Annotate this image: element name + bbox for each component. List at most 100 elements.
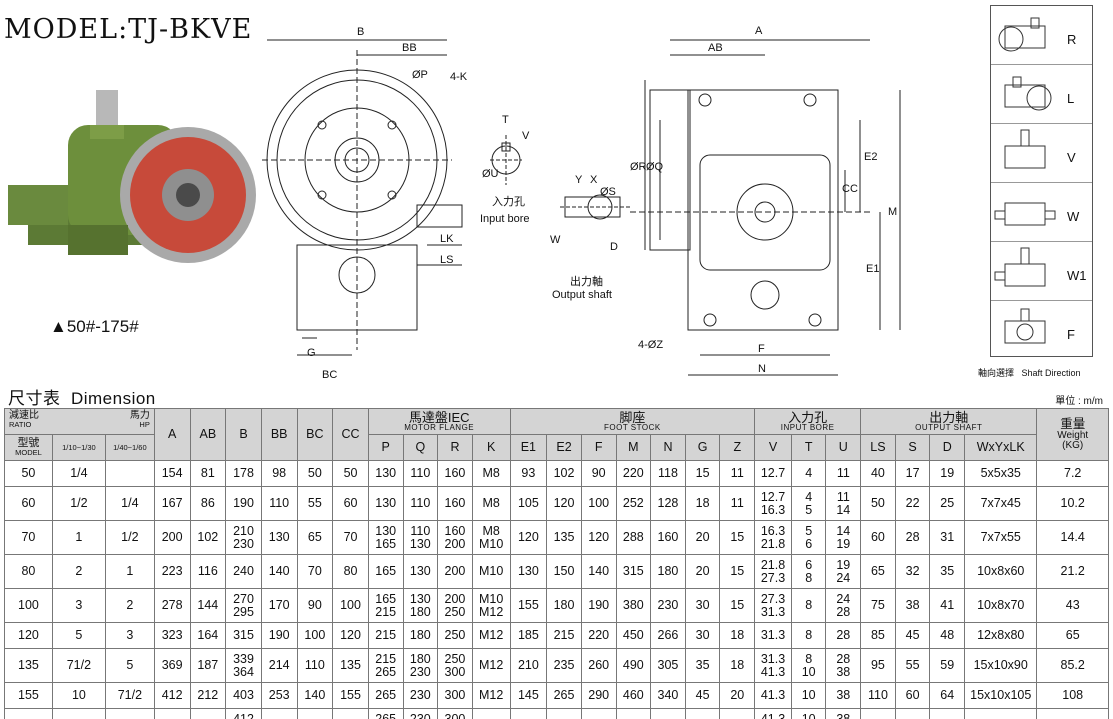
- table-cell: 25: [929, 486, 966, 521]
- gearbox-l-icon: [1004, 76, 1052, 111]
- table-cell: 71/2: [104, 682, 155, 709]
- table-cell: 155: [332, 682, 369, 709]
- table-cell: 210: [509, 648, 548, 683]
- table-cell: 17: [894, 460, 931, 487]
- table-cell: 45: [684, 682, 721, 709]
- table-cell: 105: [509, 486, 548, 521]
- table-cell: 180: [546, 588, 582, 623]
- dimension-heading-en: Dimension: [70, 389, 156, 408]
- table-cell: 60: [4, 486, 53, 521]
- table-cell: 266: [650, 622, 686, 649]
- dim-label-M: M: [888, 206, 897, 218]
- table-cell: 223: [153, 554, 191, 589]
- gearbox-v-icon: [1004, 129, 1046, 169]
- table-cell: 260: [580, 648, 617, 683]
- group-input-bore-zh: 入力孔: [788, 410, 828, 425]
- table-cell: 65: [296, 520, 334, 555]
- dim-label-V: V: [522, 130, 530, 142]
- output-shaft-label-en: Output shaft: [552, 289, 612, 301]
- dim-label-CC: CC: [842, 183, 858, 195]
- table-cell: 1: [104, 554, 155, 589]
- group-foot-stock-en: FOOT STOCK: [603, 423, 661, 432]
- table-cell: 45: [684, 708, 721, 719]
- table-cell: 100: [296, 622, 334, 649]
- col-header-M: M: [615, 434, 652, 461]
- table-cell: 120: [546, 486, 582, 521]
- table-cell: 86: [189, 486, 227, 521]
- table-cell: 190: [260, 622, 298, 649]
- table-cell: 10: [790, 682, 827, 709]
- col-header-T: T: [790, 434, 827, 461]
- table-cell: 200: [437, 554, 473, 589]
- table-cell: 170: [260, 588, 298, 623]
- table-cell: 140: [260, 554, 298, 589]
- front-view-drawing: B BB ØP 4-K LK LS G BC: [262, 26, 468, 381]
- table-cell: 175: [332, 708, 369, 719]
- dim-label-BC: BC: [322, 369, 337, 381]
- table-cell: 230: [650, 588, 686, 623]
- table-cell: 110: [260, 486, 298, 521]
- table-cell: M16: [471, 708, 511, 719]
- table-cell: 85.2: [1036, 648, 1109, 683]
- shaft-option-v: V: [991, 124, 1092, 183]
- table-cell: 2: [51, 554, 106, 589]
- table-cell: 212: [189, 682, 227, 709]
- table-cell: 102: [546, 460, 582, 487]
- shaft-caption-zh: 軸向選擇: [978, 368, 1015, 378]
- col-header-BC: BC: [296, 408, 334, 461]
- col-header-K: K: [471, 434, 511, 461]
- table-cell: 15: [719, 520, 756, 555]
- table-cell: 215: [546, 622, 582, 649]
- shaft-option-w1: W1: [991, 242, 1092, 301]
- table-cell: 265: [546, 682, 582, 709]
- table-cell: 323: [153, 622, 191, 649]
- table-cell: 20: [719, 682, 756, 709]
- input-bore-label-zh: 入力孔: [492, 195, 525, 208]
- table-cell: 278: [153, 588, 191, 623]
- col-header-weight: 重量 Weight (KG): [1036, 408, 1109, 461]
- dimension-heading-zh: 尺寸表: [8, 389, 61, 408]
- table-cell: 38: [894, 588, 931, 623]
- dim-label-AB: AB: [708, 42, 723, 54]
- table-cell: 110: [296, 648, 334, 683]
- table-cell: 1/4: [51, 460, 106, 487]
- table-cell: 412: [153, 682, 191, 709]
- model-title: MODEL:TJ-BKVE: [4, 14, 253, 45]
- table-cell: 135: [4, 648, 53, 683]
- col-header-AB: AB: [189, 408, 227, 461]
- table-cell: 235: [546, 648, 582, 683]
- table-cell: M12: [471, 682, 511, 709]
- table-cell: 110: [402, 486, 439, 521]
- col-header-E2: E2: [546, 434, 582, 461]
- sub-ratio-2: 1/40~1/60: [104, 434, 155, 461]
- model-label-en: MODEL: [15, 448, 42, 458]
- table-cell: 55: [894, 648, 931, 683]
- gearbox-photo: [8, 90, 256, 263]
- table-cell: 1/2: [104, 520, 155, 555]
- table-cell: 22: [894, 486, 931, 521]
- col-header-N: N: [650, 434, 686, 461]
- col-header-Z: Z: [719, 434, 756, 461]
- table-cell: 70: [4, 520, 53, 555]
- table-cell: 3: [104, 622, 155, 649]
- table-cell: 4: [790, 460, 827, 487]
- table-cell: 50: [332, 460, 369, 487]
- table-cell: 412437: [225, 708, 262, 719]
- table-cell: 35: [929, 554, 966, 589]
- table-cell: 135: [546, 520, 582, 555]
- table-cell: 15: [719, 588, 756, 623]
- input-bore-label-en: Input bore: [480, 213, 530, 225]
- table-cell: 3842: [825, 708, 862, 719]
- table-cell: 120: [332, 622, 369, 649]
- table-cell: 403: [225, 682, 262, 709]
- shaft-caption-en: Shaft Direction: [1021, 368, 1081, 378]
- table-cell: 320: [580, 708, 617, 719]
